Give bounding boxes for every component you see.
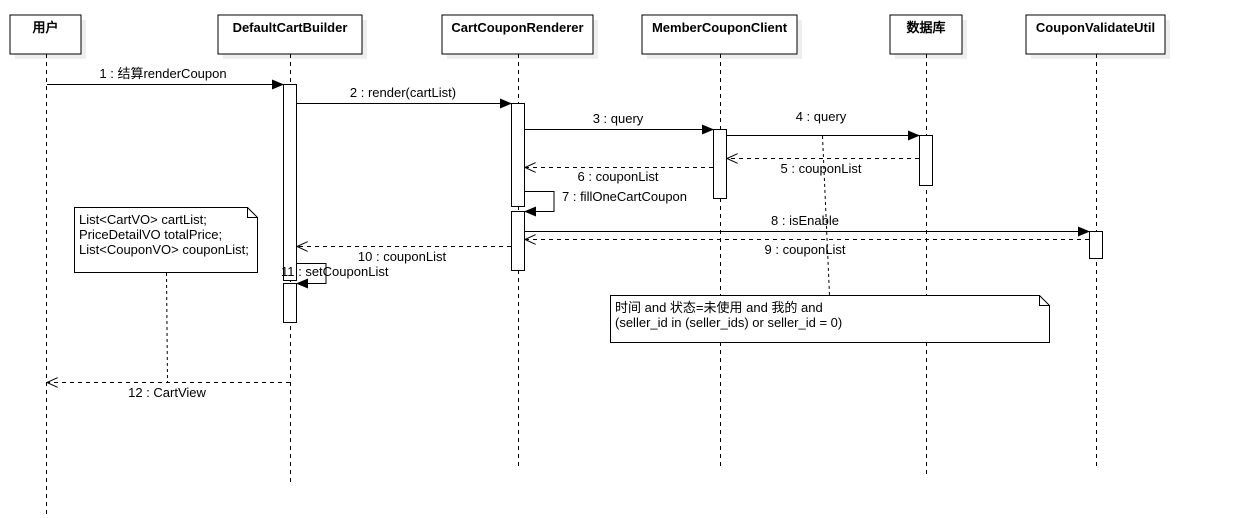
lifeline-renderer-title: CartCouponRenderer: [451, 20, 583, 35]
message-10-label: 10 : couponList: [358, 249, 447, 264]
lifeline-client-title: MemberCouponClient: [652, 20, 788, 35]
activation-util: [1089, 231, 1103, 259]
activation-renderer-main: [511, 103, 525, 207]
lifeline-db-title: 数据库: [906, 20, 945, 35]
note-cart-fields: List<CartVO> cartList; PriceDetailVO tot…: [74, 207, 258, 383]
message-11-label: 11 : setCouponList: [281, 264, 389, 279]
message-2-label: 2 : render(cartList): [350, 85, 456, 100]
lifeline-util-title: CouponValidateUtil: [1036, 20, 1155, 35]
note-query-condition-anchor: [822, 135, 830, 296]
message-4: 4 : query: [727, 109, 920, 141]
activation-builder-self: [283, 283, 297, 323]
note-cart-fields-anchor: [166, 272, 168, 383]
lifeline-builder: DefaultCartBuilder: [217, 14, 367, 485]
lifeline-util: CouponValidateUtil: [1025, 14, 1170, 470]
message-9-label: 9 : couponList: [765, 242, 846, 257]
note-cart-fields-line-2: PriceDetailVO totalPrice;: [79, 227, 222, 242]
message-7: 7 : fillOneCartCoupon: [524, 189, 687, 217]
message-10: 10 : couponList: [297, 247, 511, 264]
lifeline-client: MemberCouponClient: [641, 14, 802, 470]
message-12-label: 12 : CartView: [128, 385, 206, 400]
message-11: 11 : setCouponList: [281, 263, 389, 289]
lifeline-db: 数据库: [889, 14, 967, 478]
activation-builder-main: [283, 84, 297, 281]
message-6-label: 6 : couponList: [578, 169, 659, 184]
message-5-label: 5 : couponList: [781, 161, 862, 176]
message-2: 2 : render(cartList): [297, 85, 512, 109]
lifeline-user: 用户: [9, 14, 86, 518]
message-1-label: 1 : 结算renderCoupon: [99, 66, 226, 81]
message-8-label: 8 : isEnable: [771, 213, 839, 228]
note-query-condition-line-2: (seller_id in (seller_ids) or seller_id …: [615, 315, 842, 330]
message-4-label: 4 : query: [796, 109, 847, 124]
lifeline-user-title: 用户: [31, 20, 58, 35]
lifeline-renderer: CartCouponRenderer: [441, 14, 598, 470]
message-8: 8 : isEnable: [525, 213, 1090, 237]
message-9: 9 : couponList: [525, 240, 1089, 257]
activation-client: [713, 129, 727, 199]
message-12: 12 : CartView: [47, 383, 290, 400]
message-3: 3 : query: [525, 111, 714, 135]
note-cart-fields-line-1: List<CartVO> cartList;: [79, 212, 207, 227]
message-7-label: 7 : fillOneCartCoupon: [562, 189, 687, 204]
message-6: 6 : couponList: [525, 168, 713, 184]
message-5: 5 : couponList: [727, 159, 919, 176]
note-query-condition-line-1: 时间 and 状态=未使用 and 我的 and: [615, 300, 823, 315]
lifeline-builder-title: DefaultCartBuilder: [233, 20, 348, 35]
activation-renderer-self: [511, 211, 525, 271]
message-1: 1 : 结算renderCoupon: [47, 66, 284, 90]
message-3-label: 3 : query: [593, 111, 644, 126]
note-cart-fields-line-3: List<CouponVO> couponList;: [79, 242, 249, 257]
note-query-condition: 时间 and 状态=未使用 and 我的 and (seller_id in (…: [610, 135, 1050, 343]
activation-db: [919, 135, 933, 186]
